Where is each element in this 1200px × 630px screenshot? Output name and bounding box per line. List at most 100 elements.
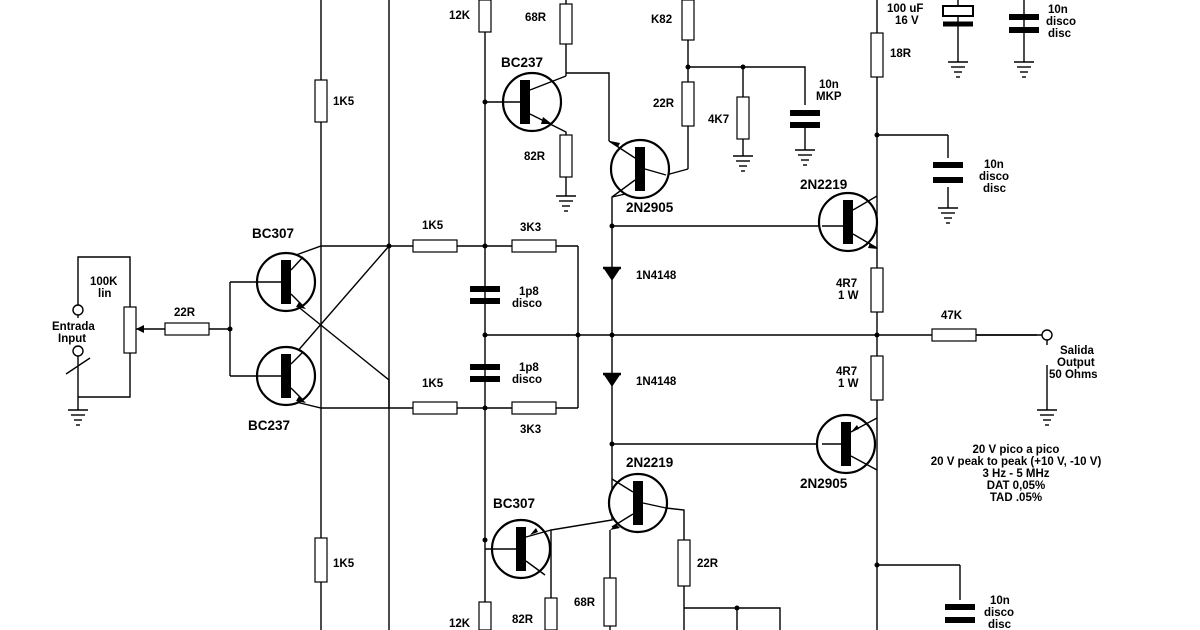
resistor-4k7 xyxy=(736,96,750,140)
resistor-82r-bottom xyxy=(544,597,558,630)
resistor-22r-bottom xyxy=(677,539,691,587)
junction-dots xyxy=(227,64,880,611)
resistor-4r7-bottom xyxy=(870,355,884,401)
label-r-22r-bottom: 22R xyxy=(697,558,719,570)
ground-input xyxy=(68,409,88,426)
label-input-en: Input xyxy=(58,333,86,345)
label-r-47k: 47K xyxy=(941,310,963,322)
label-c-10n-bottom-3: disc xyxy=(988,619,1012,630)
resistor-82r-top xyxy=(559,134,573,178)
label-c-100uf-value: 100 uF xyxy=(887,3,923,15)
component-labels: 1K5 1K5 12K 12K 68R 82R K82 22R 4K7 18R … xyxy=(90,3,1076,630)
label-q-2n2219-out: 2N2219 xyxy=(800,177,847,192)
label-q-bc237-top: BC237 xyxy=(501,55,543,70)
resistor-47k xyxy=(931,328,977,342)
input-terminal-top xyxy=(72,304,84,316)
spec-line-4: DAT 0,05% xyxy=(987,480,1046,492)
label-c-10n-mid-3: disc xyxy=(983,183,1007,195)
transistor-2n2219-out xyxy=(817,191,879,253)
resistor-22r-top xyxy=(681,81,695,127)
label-c-10n-top-right-1: 10n xyxy=(1048,4,1068,16)
label-c-10n-top-right-3: disc xyxy=(1048,28,1072,40)
spec-line-1: 20 V pico a pico xyxy=(973,444,1060,456)
ground-10n-mid xyxy=(938,207,958,224)
label-r-4r7-top-power: 1 W xyxy=(838,290,859,302)
resistor-1k5-top-left xyxy=(314,79,328,123)
label-r-k82: K82 xyxy=(651,14,672,26)
label-r-82r-bottom: 82R xyxy=(512,614,534,626)
label-c-10n-mid-1: 10n xyxy=(984,159,1004,171)
label-r-1k5-mid-top: 1K5 xyxy=(422,220,444,232)
resistor-k82 xyxy=(681,0,695,41)
label-r-68r-bottom: 68R xyxy=(574,597,596,609)
diode-1n4148-top xyxy=(603,267,621,281)
label-r-1k5-top-left: 1K5 xyxy=(333,96,355,108)
label-r-4r7-top-value: 4R7 xyxy=(836,278,857,290)
label-c-10n-mkp-2: MKP xyxy=(816,91,842,103)
label-r-4k7: 4K7 xyxy=(708,114,729,126)
ground-output xyxy=(1037,409,1057,426)
label-r-1k5-bottom-left: 1K5 xyxy=(333,558,355,570)
spec-notes: 20 V pico a pico 20 V peak to peak (+10 … xyxy=(931,444,1102,504)
label-q-bc237-left: BC237 xyxy=(248,418,290,433)
resistor-68r-bottom xyxy=(603,577,617,627)
terminals xyxy=(65,304,1053,375)
label-output-impedance: 50 Ohms xyxy=(1049,369,1098,381)
label-r-3k3-bottom: 3K3 xyxy=(520,424,541,436)
label-r-12k-bottom: 12K xyxy=(449,618,471,630)
transistor-labels: BC307 BC237 BC237 BC307 2N2905 2N2219 2N… xyxy=(248,55,848,511)
label-pot-value: 100K xyxy=(90,276,118,288)
ground-10n-top-right xyxy=(1014,61,1034,78)
label-q-bc307-bottom: BC307 xyxy=(493,496,535,511)
capacitors xyxy=(470,14,1039,623)
label-c-1p8-bottom-2: disco xyxy=(512,374,542,386)
label-q-bc307-left: BC307 xyxy=(252,226,294,241)
label-d-top: 1N4148 xyxy=(636,270,677,282)
label-r-12k-top: 12K xyxy=(449,10,471,22)
transistor-2n2219-bottom xyxy=(607,472,669,534)
label-q-2n2905-top: 2N2905 xyxy=(626,200,674,215)
ground-mkp xyxy=(795,149,815,166)
ground-symbols xyxy=(68,61,1057,426)
potentiometer-100k xyxy=(123,306,137,354)
label-c-10n-bottom-2: disco xyxy=(984,607,1014,619)
label-c-1p8-top-1: 1p8 xyxy=(519,286,539,298)
label-input-es: Entrada xyxy=(52,321,95,333)
ground-82r-top xyxy=(556,195,576,212)
label-output-en: Output xyxy=(1057,357,1095,369)
label-r-68r-top: 68R xyxy=(525,12,547,24)
label-r-18r: 18R xyxy=(890,48,912,60)
label-c-10n-mkp-1: 10n xyxy=(819,79,839,91)
transistors xyxy=(255,71,879,580)
label-q-2n2905-out: 2N2905 xyxy=(800,476,848,491)
resistors xyxy=(123,0,977,630)
label-c-100uf-voltage: 16 V xyxy=(895,15,919,27)
ground-4k7 xyxy=(733,155,753,172)
resistor-12k-bottom xyxy=(478,601,492,630)
label-r-82r-top: 82R xyxy=(524,151,546,163)
resistor-1k5-bottom-left xyxy=(314,537,328,583)
label-c-10n-top-right-2: disco xyxy=(1046,16,1076,28)
ground-100uf xyxy=(948,61,968,78)
spec-line-5: TAD .05% xyxy=(990,492,1042,504)
resistor-18r xyxy=(870,32,884,78)
resistor-1k5-mid-top xyxy=(412,239,458,253)
spec-line-2: 20 V peak to peak (+10 V, -10 V) xyxy=(931,456,1102,468)
wires xyxy=(77,0,1048,630)
label-r-22r-top: 22R xyxy=(653,98,675,110)
label-c-1p8-bottom-1: 1p8 xyxy=(519,362,539,374)
input-terminal-bottom xyxy=(72,345,84,357)
label-d-bottom: 1N4148 xyxy=(636,376,677,388)
resistor-3k3-top xyxy=(511,239,557,253)
resistor-22r-input xyxy=(164,322,210,336)
resistor-12k-top xyxy=(478,0,492,33)
resistor-68r-top xyxy=(559,3,573,45)
transistor-bc237-top xyxy=(501,71,567,133)
resistor-3k3-bottom xyxy=(511,401,557,415)
potentiometer-wiper-arrow xyxy=(136,325,144,333)
label-r-22r-input: 22R xyxy=(174,307,196,319)
output-terminal xyxy=(1041,329,1053,341)
label-pot-taper: lin xyxy=(98,288,111,300)
io-labels: Entrada Input Salida Output 50 Ohms xyxy=(52,321,1098,381)
